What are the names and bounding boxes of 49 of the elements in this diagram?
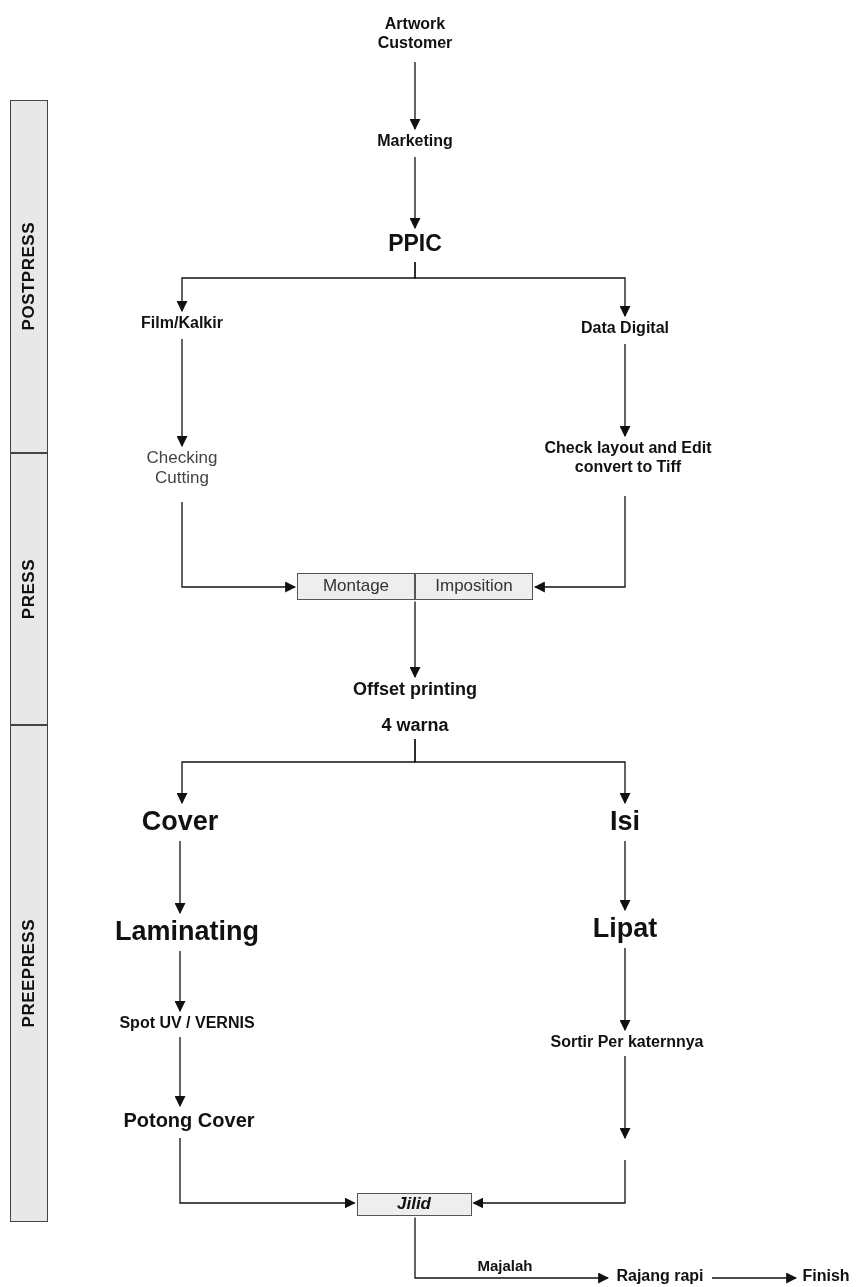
step-label: Check layout and Edit convert to Tiff [543, 438, 713, 477]
arrow [619, 1055, 631, 1140]
step-label: Checking Cutting [145, 448, 219, 489]
step-label: Jilid [397, 1193, 431, 1215]
arrow [533, 495, 626, 593]
arrow [472, 1159, 626, 1209]
lane-label: POSTPRESS [18, 221, 39, 331]
step-label: Finish [802, 1266, 850, 1286]
arrow [711, 1272, 798, 1284]
arrow [414, 261, 631, 318]
swimlane-band [10, 99, 48, 453]
arrow [409, 156, 421, 230]
arrow [619, 947, 631, 1032]
arrow [174, 950, 186, 1013]
step-label: Montage [322, 575, 390, 597]
swimlane-band [10, 453, 48, 725]
arrow [409, 600, 421, 679]
step-label: Isi [610, 805, 640, 838]
swimlane-band [10, 724, 48, 1222]
step-label: Offset printing [353, 679, 477, 701]
arrow [414, 1216, 610, 1284]
step-label: Cover [141, 805, 219, 838]
arrow [174, 1036, 186, 1108]
step-label: Data Digital [581, 318, 669, 338]
step-label: Film/Kalkir [141, 313, 223, 333]
process-box [297, 572, 415, 600]
step-label: PPIC [388, 230, 442, 258]
lane-label: PRESS [18, 558, 39, 620]
arrow [176, 338, 188, 448]
arrow [619, 840, 631, 912]
process-box [415, 572, 533, 600]
step-label: Artwork Customer [376, 14, 454, 53]
lane-label: PREEPRESS [18, 918, 39, 1028]
arrow [174, 840, 186, 915]
arrow [409, 61, 421, 131]
step-label: 4 warna [381, 715, 449, 737]
step-label: Marketing [377, 131, 453, 151]
step-label: Lipat [592, 912, 658, 945]
arrow [181, 501, 297, 593]
step-label: Laminating [115, 915, 259, 948]
arrow [179, 1137, 356, 1209]
step-label: Sortir Per katernnya [550, 1032, 704, 1052]
step-label: Spot UV / VERNIS [119, 1013, 255, 1033]
arrow [414, 738, 631, 805]
step-label: Potong Cover [123, 1108, 255, 1132]
arrow [619, 343, 631, 438]
process-box [356, 1192, 472, 1216]
step-label: Rajang rapi [616, 1266, 704, 1286]
step-label: Imposition [435, 575, 513, 597]
